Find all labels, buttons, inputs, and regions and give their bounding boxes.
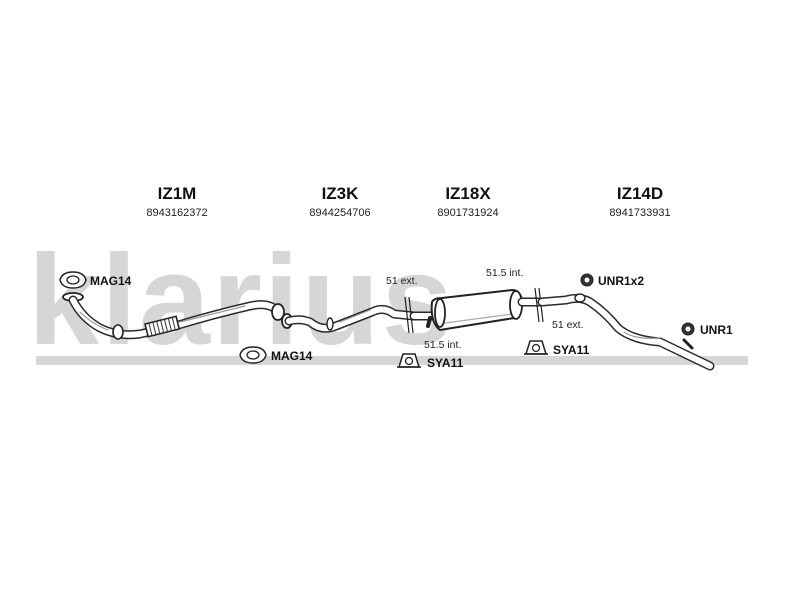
part-code-iz18x: IZ18X (445, 184, 491, 203)
part-labels: IZ1M 8943162372 IZ3K 8944254706 IZ18X 89… (146, 184, 670, 219)
part-number-iz14d: 8941733931 (609, 207, 670, 219)
part-number-iz18x: 8901731924 (437, 207, 498, 219)
accessory-label: MAG14 (271, 349, 313, 363)
accessory-label: SYA11 (427, 356, 464, 370)
accessory-mag14-bottom: MAG14 (239, 346, 313, 364)
part-code-iz14d: IZ14D (617, 184, 663, 203)
front-pipe (62, 292, 285, 340)
watermark: klarius (28, 229, 748, 372)
rubber-hanger-icon (681, 322, 695, 336)
accessory-mag14-top: MAG14 (59, 271, 132, 289)
accessory-label: MAG14 (90, 274, 132, 288)
part-number-iz3k: 8944254706 (309, 207, 370, 219)
part-number-iz1m: 8943162372 (146, 207, 207, 219)
accessory-label: UNR1 (700, 323, 733, 337)
gasket-icon (239, 346, 267, 364)
part-code-iz1m: IZ1M (158, 184, 197, 203)
rubber-hanger-icon (580, 273, 594, 287)
watermark-text: klarius (28, 229, 455, 372)
dimension-front-ext: 51 ext. (386, 275, 418, 287)
dimension-labels: 51 ext. 51.5 int. 51.5 int. 51 ext. (386, 267, 584, 351)
accessory-sya11-front: SYA11 (397, 353, 464, 370)
dimension-front-int: 51.5 int. (424, 339, 461, 351)
accessory-label: SYA11 (553, 343, 590, 357)
rear-silencer (409, 288, 545, 332)
accessory-unr1: UNR1 (681, 322, 733, 337)
accessory-label: UNR1x2 (598, 274, 644, 288)
part-code-iz3k: IZ3K (322, 184, 360, 203)
gasket-icon (59, 271, 87, 289)
accessory-unr1x2: UNR1x2 (580, 273, 644, 288)
watermark-underline (36, 356, 748, 365)
dimension-rear-ext: 51 ext. (552, 319, 584, 331)
intermediate-pipe (281, 304, 419, 333)
tail-pipe (537, 293, 715, 371)
dimension-rear-int: 51.5 int. (486, 267, 523, 279)
front-pipe-end-flange (271, 303, 285, 321)
mounting-bracket-icon (524, 340, 548, 355)
mounting-bracket-icon (397, 353, 421, 368)
accessory-sya11-rear: SYA11 (524, 340, 590, 357)
